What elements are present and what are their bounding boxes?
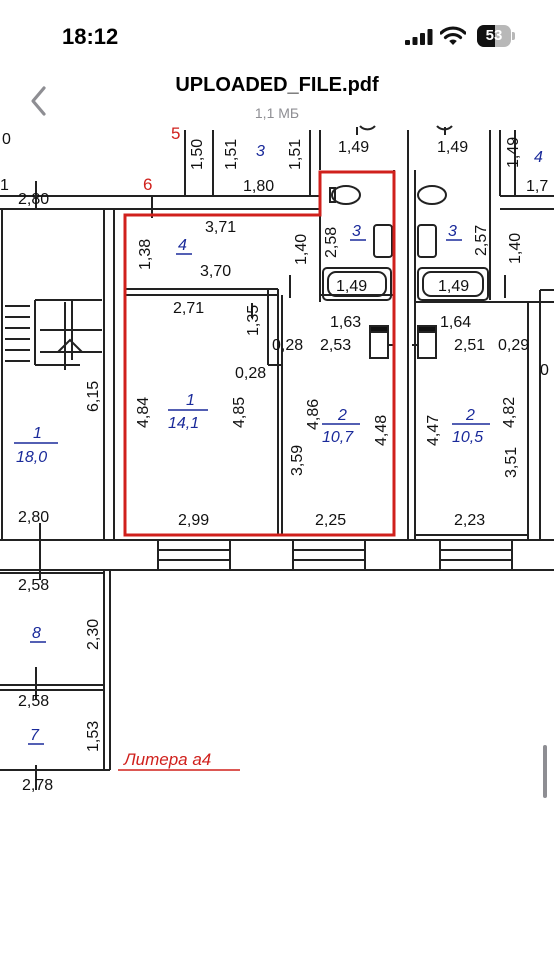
battery-fill (477, 25, 496, 47)
dim-135: 1,35 (245, 305, 262, 336)
dim-164: 1,64 (440, 314, 471, 331)
room-label-4-top: 4 (534, 149, 543, 166)
dim-299: 2,99 (178, 512, 209, 529)
room-label-2: 2 (337, 407, 347, 424)
dim-140: 1,40 (293, 234, 310, 265)
dim-447: 4,47 (425, 415, 442, 446)
liter-annotation: Литера а4 (123, 750, 211, 769)
dim-370: 3,70 (200, 263, 231, 280)
dim-253: 2,53 (320, 337, 351, 354)
dim-149-bath: 1,49 (336, 278, 367, 295)
dim-028-left: 0,28 (235, 365, 266, 382)
red-mark-6: 6 (143, 175, 152, 194)
dim-029: 0,29 (498, 337, 529, 354)
left-dim-258a: 2,58 (18, 577, 49, 594)
dim-223: 2,23 (454, 512, 485, 529)
dim-028-right: 0,28 (272, 337, 303, 354)
top-dim-151b: 1,51 (287, 139, 304, 170)
top-dim-150: 1,50 (189, 139, 206, 170)
room-area-1: 14,1 (168, 415, 199, 432)
left-dim-230: 2,30 (85, 619, 102, 650)
top-dim-149b: 1,49 (437, 139, 468, 156)
top-dim-149c: 1,49 (505, 137, 522, 168)
room-label-3-top: 3 (256, 143, 265, 160)
room-label-1: 1 (186, 392, 195, 409)
dim-257: 2,57 (473, 225, 490, 256)
room-area-2: 10,7 (322, 429, 354, 446)
top-dim-180: 1,80 (243, 178, 274, 195)
left-dim-258b: 2,58 (18, 693, 49, 710)
room-label-3-right: 3 (448, 223, 457, 240)
battery-percent: 53 (485, 27, 503, 44)
top-dim-149a: 1,49 (338, 139, 369, 156)
top-dim-17: 1,7 (526, 178, 548, 195)
dim-371: 3,71 (205, 219, 236, 236)
dim-225: 2,25 (315, 512, 346, 529)
dim-0-right: 0 (540, 362, 549, 379)
room-label-2-right: 2 (465, 407, 475, 424)
room-label-8: 8 (32, 625, 41, 642)
chevron-left-icon (31, 86, 46, 116)
dim-359: 3,59 (289, 445, 306, 476)
dim-149-right: 1,49 (438, 278, 469, 295)
clock: 18:12 (62, 24, 119, 49)
left-dim-278: 2,78 (22, 777, 53, 794)
dim-484: 4,84 (135, 397, 152, 428)
room-area-2-right: 10,5 (452, 429, 483, 446)
room-label-7: 7 (30, 727, 40, 744)
left-dim-280-bottom: 2,80 (18, 509, 49, 526)
red-mark-5: 5 (171, 125, 180, 143)
dim-138: 1,38 (137, 239, 154, 270)
dim-271: 2,71 (173, 300, 204, 317)
left-dim-153: 1,53 (85, 721, 102, 752)
left-dim-280-top: 2,80 (18, 191, 49, 208)
file-title: UPLOADED_FILE.pdf (175, 74, 379, 96)
dim-351: 3,51 (503, 447, 520, 478)
dim-485: 4,85 (231, 397, 248, 428)
left-dim-615: 6,15 (85, 381, 102, 412)
dim-251: 2,51 (454, 337, 485, 354)
room-area-1-left: 18,0 (16, 449, 47, 466)
floor-plan: 0 1,50 1,51 1,51 1,49 1,49 1,49 1 1,80 1… (0, 125, 554, 794)
room-label-3: 3 (352, 223, 361, 240)
dim-140-right: 1,40 (507, 233, 524, 264)
back-button[interactable] (20, 78, 60, 118)
battery-indicator: 53 (477, 25, 515, 47)
scroll-indicator[interactable] (543, 745, 547, 798)
room-label-4: 4 (178, 237, 187, 254)
file-size: 1,1 МБ (254, 105, 300, 121)
dim-163: 1,63 (330, 314, 361, 331)
battery-tip (512, 32, 515, 40)
top-dim-1: 1 (0, 177, 9, 194)
dim-486: 4,86 (305, 399, 322, 430)
wifi-icon (440, 26, 466, 45)
cellular-signal-icon (405, 29, 433, 45)
top-dim-0: 0 (2, 131, 11, 148)
document-viewer[interactable]: 0 1,50 1,51 1,51 1,49 1,49 1,49 1 1,80 1… (0, 125, 554, 800)
top-dim-151a: 1,51 (223, 139, 240, 170)
dim-482: 4,82 (501, 397, 518, 428)
status-bar: 18:12 53 (0, 0, 554, 70)
dim-258: 2,58 (323, 227, 340, 258)
room-label-1-left: 1 (33, 425, 42, 442)
dim-448: 4,48 (373, 415, 390, 446)
nav-bar: UPLOADED_FILE.pdf 1,1 МБ (0, 70, 554, 125)
